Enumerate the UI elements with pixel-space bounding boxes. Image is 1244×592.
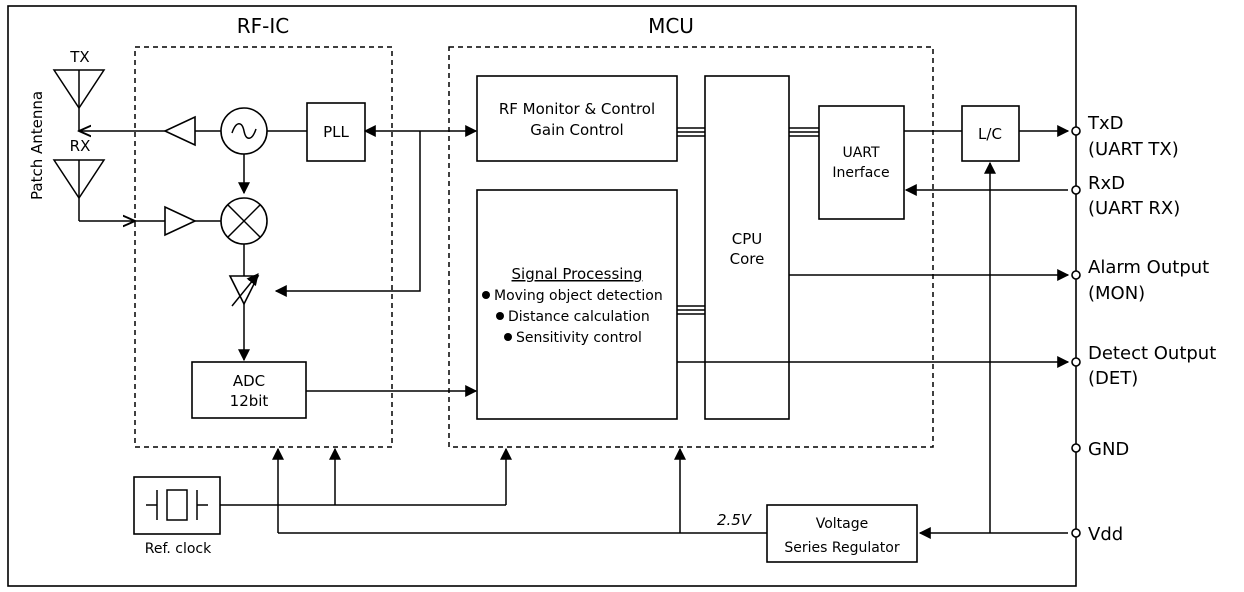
regulator-label-1: Voltage bbox=[816, 516, 869, 532]
interface-label: Inerface bbox=[832, 165, 889, 181]
tx-antenna-icon bbox=[52, 69, 106, 131]
rx-amplifier-icon bbox=[164, 205, 197, 237]
voltage-regulator-block bbox=[766, 504, 918, 563]
oscillator-icon bbox=[220, 107, 268, 155]
rf-monitor-label: RF Monitor & Control bbox=[499, 100, 655, 118]
signal-item-1: Moving object detection bbox=[494, 288, 663, 304]
ref-clock-label: Ref. clock bbox=[145, 541, 212, 557]
uart-label: UART bbox=[842, 145, 880, 161]
signal-item-3: Sensitivity control bbox=[516, 330, 642, 346]
tx-amplifier-icon bbox=[163, 115, 196, 147]
bullet-icon bbox=[496, 312, 504, 320]
pin-rxd-desc: (UART RX) bbox=[1088, 198, 1180, 219]
lc-label: L/C bbox=[978, 125, 1002, 143]
core-label: Core bbox=[730, 250, 765, 268]
adc-bits-label: 12bit bbox=[230, 392, 269, 410]
rf-ic-title: RF-IC bbox=[237, 14, 289, 38]
pin-detect: Detect Output bbox=[1088, 343, 1216, 364]
rf-ic-region bbox=[134, 46, 393, 448]
signal-processing-title: Signal Processing bbox=[512, 265, 643, 283]
pin-rxd: RxD bbox=[1088, 173, 1125, 194]
mixer-icon bbox=[220, 197, 268, 245]
cpu-uart-bus bbox=[789, 127, 819, 137]
adc-label: ADC bbox=[233, 372, 265, 390]
pin-alarm: Alarm Output bbox=[1088, 257, 1209, 278]
pin-txd: TxD bbox=[1087, 113, 1124, 134]
rf-monitor-cpu-bus bbox=[677, 127, 705, 137]
bullet-icon bbox=[504, 333, 512, 341]
pin-gnd: GND bbox=[1088, 439, 1129, 460]
uart-interface-block bbox=[818, 105, 905, 220]
tx-label: TX bbox=[69, 48, 89, 66]
signal-processing-block bbox=[476, 189, 678, 420]
signal-item-2: Distance calculation bbox=[508, 309, 650, 325]
signal-cpu-bus bbox=[677, 305, 705, 315]
supply-voltage-label: 2.5V bbox=[717, 511, 753, 529]
cpu-label: CPU bbox=[732, 230, 763, 248]
gain-control-line bbox=[274, 131, 421, 297]
pin-terminals bbox=[1071, 126, 1081, 538]
pin-vdd: Vdd bbox=[1088, 524, 1123, 545]
bullet-icon bbox=[482, 291, 490, 299]
crystal-oscillator-icon bbox=[133, 476, 221, 535]
pll-label: PLL bbox=[323, 123, 349, 141]
pin-alarm-desc: (MON) bbox=[1088, 283, 1145, 304]
variable-gain-amplifier-icon bbox=[228, 273, 260, 307]
patch-antenna-label: Patch Antenna bbox=[28, 91, 46, 200]
module-outline bbox=[7, 5, 1077, 587]
mcu-title: MCU bbox=[648, 14, 694, 38]
gain-control-label: Gain Control bbox=[530, 121, 623, 139]
rx-label: RX bbox=[70, 137, 91, 155]
pin-txd-desc: (UART TX) bbox=[1088, 139, 1179, 160]
lc-block bbox=[961, 105, 1020, 162]
pin-detect-desc: (DET) bbox=[1088, 368, 1138, 389]
rf-monitor-block bbox=[476, 75, 678, 162]
rx-antenna-icon bbox=[52, 159, 106, 221]
mcu-region bbox=[448, 46, 934, 448]
regulator-label-2: Series Regulator bbox=[784, 540, 899, 556]
adc-block bbox=[191, 361, 307, 419]
